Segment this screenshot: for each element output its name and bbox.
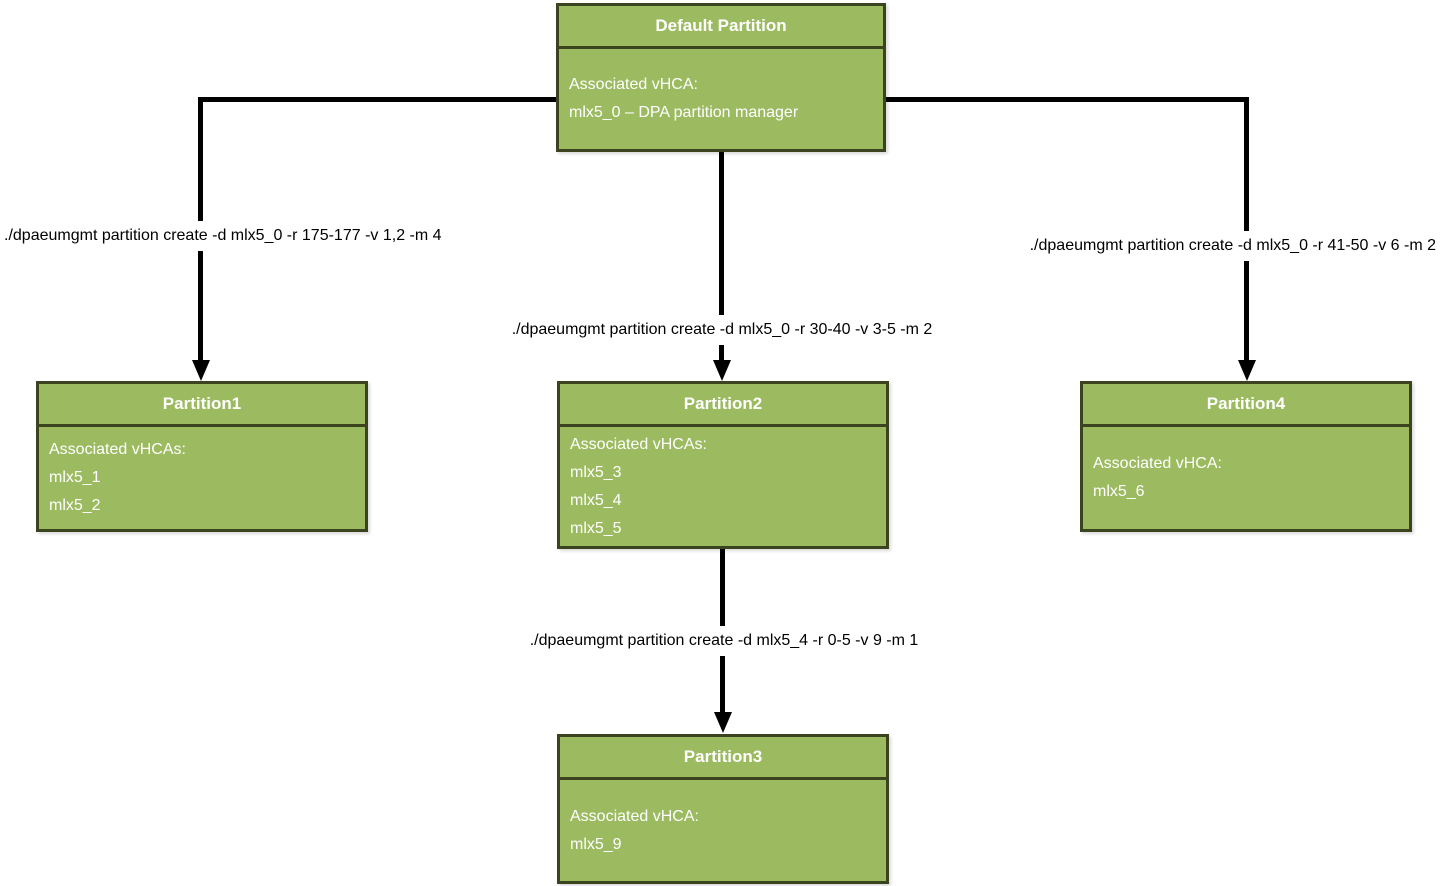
node-partition3: Partition3 Associated vHCA: mlx5_9	[557, 734, 889, 884]
node-partition3-body: Associated vHCA: mlx5_9	[570, 807, 699, 853]
connector-default-to-partition1-horizontal	[198, 97, 558, 102]
arrowhead-partition2-icon	[713, 360, 731, 381]
connector-default-to-partition2-vertical	[719, 150, 724, 361]
arrowhead-partition4-icon	[1238, 360, 1256, 381]
node-partition1: Partition1 Associated vHCAs: mlx5_1 mlx5…	[36, 381, 368, 532]
connector-default-to-partition4-vertical	[1244, 97, 1249, 361]
node-partition1-body: Associated vHCAs: mlx5_1 mlx5_2	[49, 441, 186, 514]
arrowhead-partition3-icon	[714, 712, 732, 733]
edge-label-create-partition4: ./dpaeumgmt partition create -d mlx5_0 -…	[1025, 231, 1440, 261]
node-partition4-title: Partition4	[1083, 384, 1409, 427]
edge-label-create-partition1: ./dpaeumgmt partition create -d mlx5_0 -…	[0, 221, 446, 251]
node-partition4: Partition4 Associated vHCA: mlx5_6	[1080, 381, 1412, 532]
node-partition1-title: Partition1	[39, 384, 365, 427]
node-default-partition: Default Partition Associated vHCA: mlx5_…	[556, 3, 886, 152]
connector-default-to-partition4-horizontal	[884, 97, 1249, 102]
node-default-partition-title: Default Partition	[559, 6, 883, 49]
edge-label-create-partition2: ./dpaeumgmt partition create -d mlx5_0 -…	[507, 315, 937, 345]
arrowhead-partition1-icon	[192, 360, 210, 381]
node-default-partition-body: Associated vHCA: mlx5_0 – DPA partition …	[569, 76, 799, 121]
node-partition3-title: Partition3	[560, 737, 886, 780]
node-partition4-body: Associated vHCA: mlx5_6	[1093, 455, 1222, 500]
edge-label-create-partition3: ./dpaeumgmt partition create -d mlx5_4 -…	[525, 626, 923, 656]
node-partition2-title: Partition2	[560, 384, 886, 427]
node-partition2: Partition2 Associated vHCAs: mlx5_3 mlx5…	[557, 381, 889, 549]
node-partition2-body: Associated vHCAs: mlx5_3 mlx5_4 mlx5_5	[570, 435, 707, 537]
